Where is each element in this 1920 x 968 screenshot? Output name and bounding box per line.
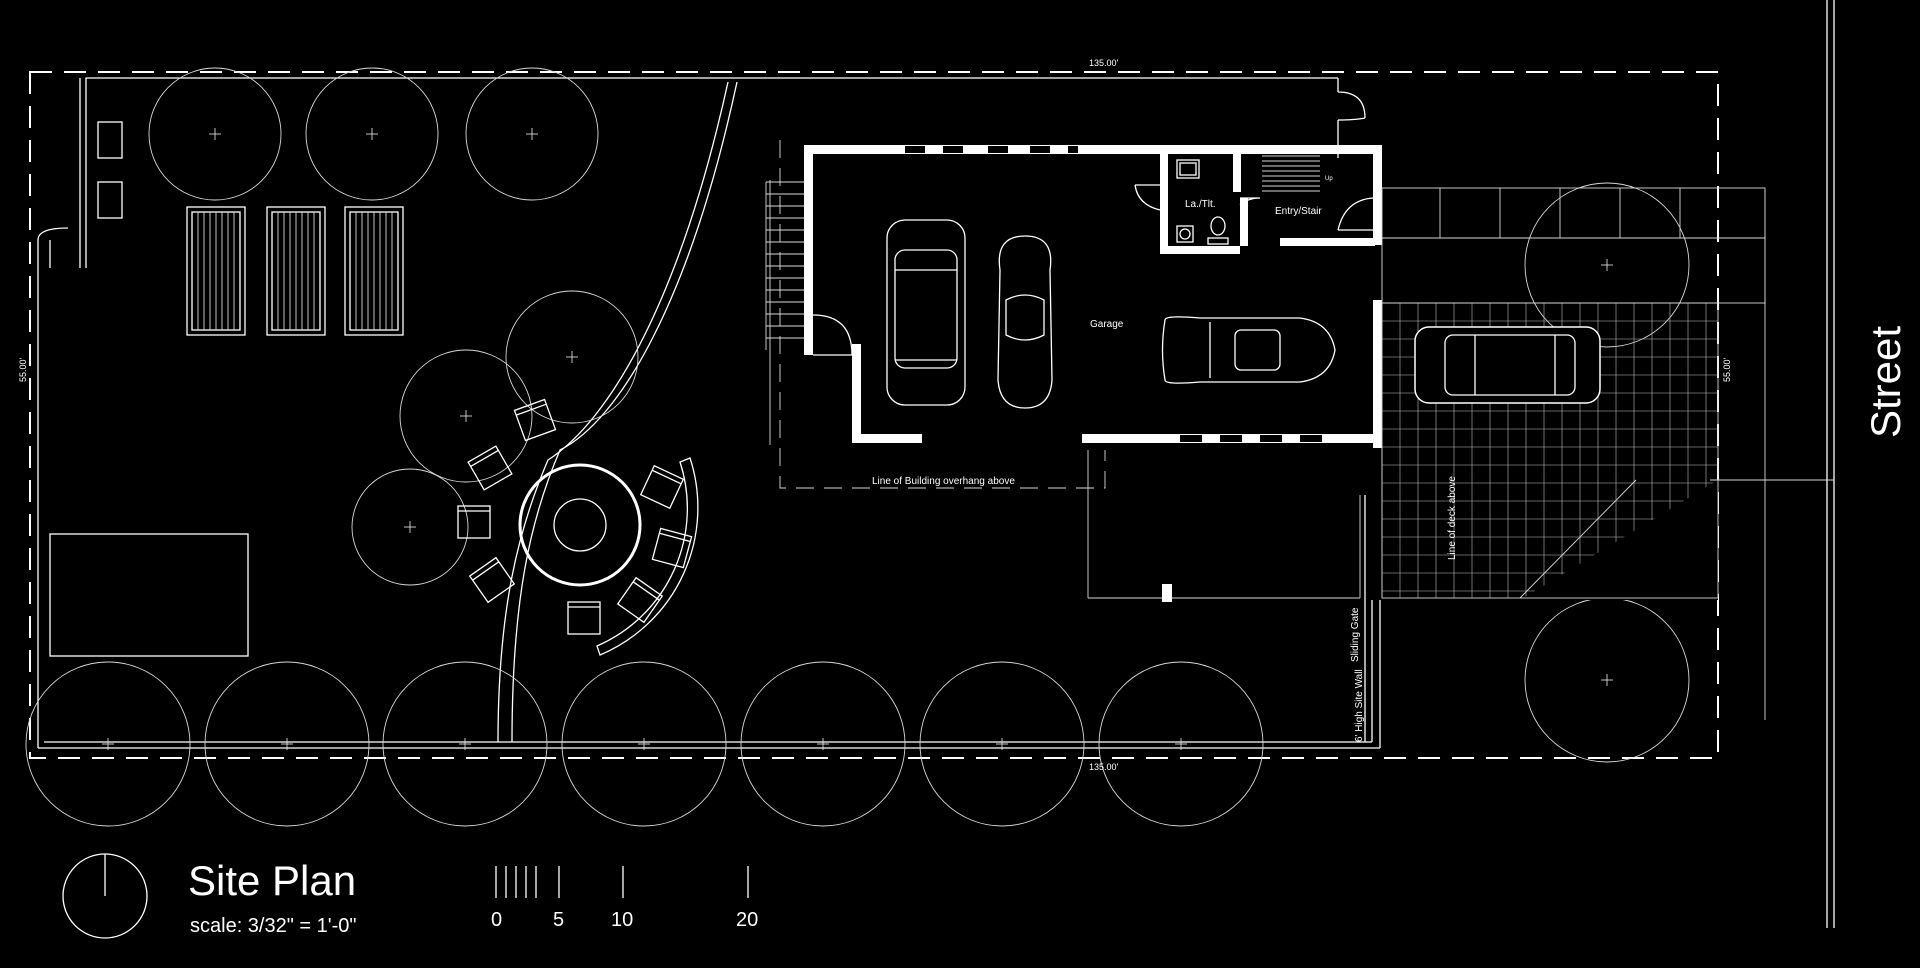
tree-11 [919, 661, 1085, 827]
sliding-gate-note: Sliding Gate [1350, 607, 1361, 662]
street-edge-lines [1764, 0, 1835, 928]
patio-chairs [457, 398, 693, 635]
tree-6 [25, 661, 191, 827]
room-label-entry: Entry/Stair [1275, 206, 1322, 217]
room-label-garage: Garage [1090, 319, 1124, 330]
garden-bed-0 [186, 206, 246, 336]
car-right [1161, 316, 1336, 384]
scale-tick-20: 20 [736, 909, 758, 931]
tree-13 [1524, 182, 1690, 348]
side-stair [765, 181, 804, 350]
trees [25, 67, 1690, 827]
curved-path [497, 81, 738, 743]
patio-chair-6 [457, 505, 491, 539]
scale-text: scale: 3/32" = 1'-0" [190, 915, 356, 937]
tree-3 [505, 290, 639, 424]
tree-2 [465, 67, 599, 201]
patio-chair-2 [639, 464, 685, 510]
tree-7 [204, 661, 370, 827]
dim-bottom: 135.00' [1089, 762, 1119, 772]
garden-bed-2 [344, 206, 404, 336]
patio-chair-1 [513, 398, 557, 442]
patio-chair-7 [468, 556, 516, 604]
garden-bed-1 [266, 206, 326, 336]
site-wall-note: 6' High Site Wall [1354, 669, 1365, 742]
scale-tick-0: 0 [491, 909, 502, 931]
scale-tick-10: 10 [611, 909, 633, 931]
street-label: Street [1862, 326, 1909, 438]
car-middle [997, 235, 1053, 409]
wall-openings [97, 121, 123, 219]
tree-9 [561, 661, 727, 827]
car-driveway [1414, 326, 1601, 404]
dim-top: 135.00' [1089, 58, 1119, 68]
patio-chair-4 [616, 576, 664, 624]
patio-chair-5 [567, 601, 601, 635]
tree-12 [1098, 661, 1264, 827]
room-label-laundry: La./Tlt. [1185, 199, 1216, 210]
front-walkway [1381, 187, 1834, 481]
fire-pit [518, 463, 642, 587]
tree-1 [305, 67, 439, 201]
property-line [29, 71, 1719, 759]
site-wall [37, 77, 1381, 749]
deck-note: Line of deck above [1447, 476, 1458, 560]
scale-tick-5: 5 [553, 909, 564, 931]
north-arrow-icon [62, 853, 148, 939]
tree-10 [740, 661, 906, 827]
patio-chair-3 [651, 527, 693, 569]
drawing-title: Site Plan [188, 857, 356, 904]
building [769, 140, 1382, 602]
patio-chair-0 [467, 445, 513, 491]
overhang-note: Line of Building overhang above [872, 476, 1015, 487]
tree-5 [351, 468, 469, 586]
stair-up-label: Up [1325, 176, 1333, 182]
tree-14 [1524, 597, 1690, 763]
tree-4 [399, 349, 533, 483]
dim-right: 55.00' [1722, 357, 1732, 382]
dim-left: 55.00' [18, 357, 28, 382]
tree-8 [382, 661, 548, 827]
garden-beds [186, 206, 404, 336]
scale-bar: 0 5 10 20 [491, 866, 758, 931]
pool-area [49, 533, 249, 657]
car-left [886, 219, 966, 406]
tree-0 [148, 67, 282, 201]
curved-bench [596, 457, 699, 656]
